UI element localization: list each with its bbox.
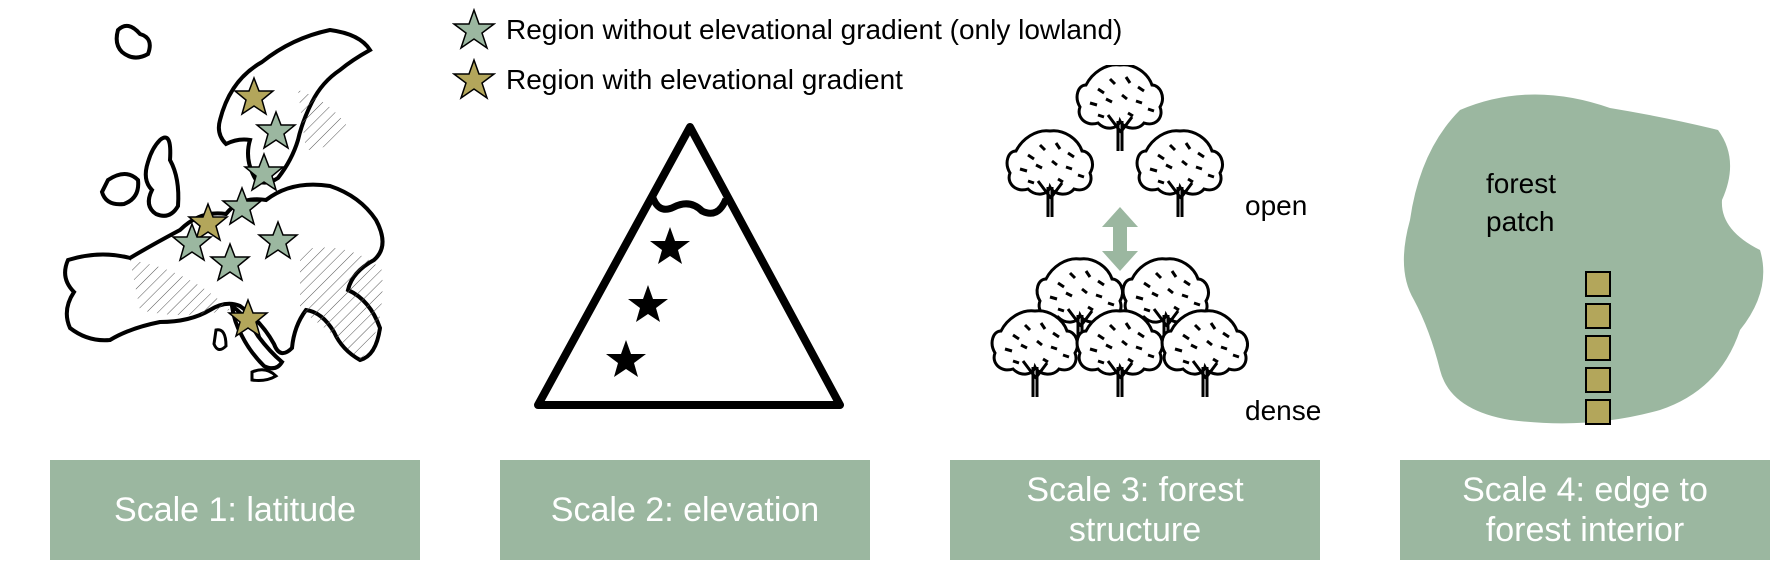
sicily-outline bbox=[250, 368, 279, 382]
star-icon-green bbox=[452, 8, 496, 50]
black-star-icon-3 bbox=[606, 340, 646, 377]
hatched-region-east bbox=[298, 90, 350, 150]
scale-4-label-line1: Scale 4: edge to bbox=[1462, 470, 1708, 509]
scale-1-label: Scale 1: latitude bbox=[114, 490, 356, 529]
forest-patch-label-line2: patch bbox=[1486, 206, 1555, 237]
treeline-wave bbox=[648, 193, 730, 217]
dense-label: dense bbox=[1245, 395, 1322, 426]
scale-2-label: Scale 2: elevation bbox=[550, 490, 820, 529]
forest-patch-label-line1: forest bbox=[1486, 168, 1557, 199]
iceland-outline bbox=[114, 23, 152, 60]
map-star-green-2 bbox=[242, 151, 286, 192]
map-star-green-3 bbox=[220, 185, 264, 226]
transect-square-1 bbox=[1585, 271, 1611, 297]
forest-patch-shape bbox=[1403, 94, 1764, 424]
black-star-icon-2 bbox=[628, 285, 668, 322]
transect-square-3 bbox=[1585, 335, 1611, 361]
scale-4-label-line2: forest interior bbox=[1485, 511, 1685, 549]
map-star-green-5 bbox=[256, 219, 300, 260]
scale-3-label-box: Scale 3: forest structure bbox=[950, 460, 1320, 560]
tree-icon-open-2 bbox=[1005, 129, 1094, 219]
scale-1-label-box: Scale 1: latitude bbox=[50, 460, 420, 560]
black-star-icon-1 bbox=[650, 227, 690, 264]
mountain-diagram bbox=[534, 123, 844, 409]
legend-item-lowland: Region without elevational gradient (onl… bbox=[452, 8, 1122, 52]
legend-item-elevational: Region with elevational gradient bbox=[452, 58, 903, 102]
tree-icon-dense-4 bbox=[1075, 309, 1164, 399]
tree-icon-open-1 bbox=[1075, 65, 1164, 153]
double-arrow-icon bbox=[1102, 207, 1138, 271]
transect-square-4 bbox=[1585, 367, 1611, 393]
tree-icon-open-3 bbox=[1135, 129, 1224, 219]
forest-structure-diagram bbox=[990, 65, 1249, 399]
hatched-region-balkans bbox=[300, 247, 383, 360]
open-label: open bbox=[1245, 190, 1308, 221]
map-star-green-4 bbox=[170, 221, 214, 262]
scale-3-label-line1: Scale 3: forest bbox=[1026, 470, 1244, 509]
mountain-triangle bbox=[534, 123, 844, 409]
hatched-region-south bbox=[130, 260, 230, 315]
scale-4-label-box: Scale 4: edge to forest interior bbox=[1400, 460, 1770, 560]
map-star-green-6 bbox=[208, 241, 252, 282]
transect-square-2 bbox=[1585, 303, 1611, 329]
scandinavia-outline bbox=[216, 27, 373, 185]
scale-2-label-box: Scale 2: elevation bbox=[500, 460, 870, 560]
tree-icon-dense-3 bbox=[990, 309, 1079, 399]
map-star-gold-west bbox=[186, 201, 230, 242]
forest-patch-label: forest patch bbox=[1486, 165, 1556, 241]
map-star-gold-north bbox=[232, 75, 276, 116]
legend-label-lowland: Region without elevational gradient (onl… bbox=[506, 14, 1123, 45]
legend-label-elevational: Region with elevational gradient bbox=[506, 64, 903, 95]
map-star-gold-south bbox=[226, 297, 270, 338]
sardinia-outline bbox=[212, 328, 228, 351]
europe-map bbox=[63, 23, 385, 382]
scale-3-label-line2: structure bbox=[1068, 511, 1202, 549]
tree-icon-dense-5 bbox=[1160, 309, 1249, 399]
transect-square-5 bbox=[1585, 399, 1611, 425]
ireland-outline bbox=[99, 172, 141, 207]
star-icon-gold bbox=[452, 58, 496, 100]
uk-outline bbox=[143, 135, 181, 218]
forest-patch-diagram bbox=[1403, 94, 1764, 425]
map-star-green-1 bbox=[254, 109, 298, 150]
